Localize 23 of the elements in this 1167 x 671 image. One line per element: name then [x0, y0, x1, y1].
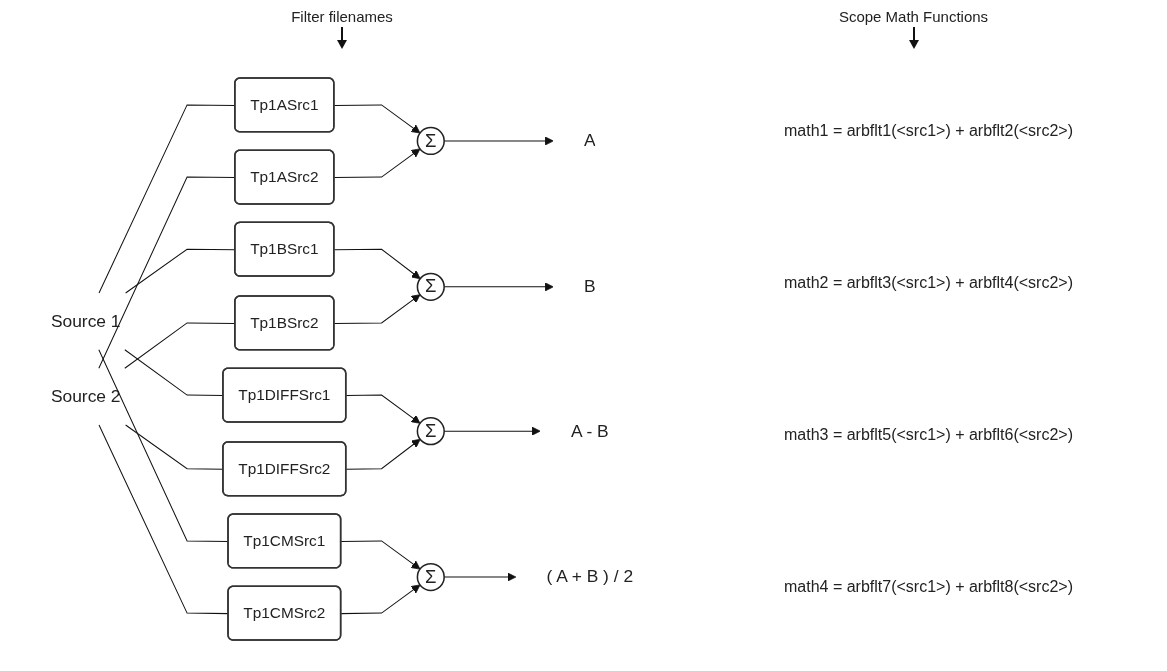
- node-circle: Σ: [416, 126, 445, 156]
- column-heading: Scope Math Functions: [838, 8, 989, 25]
- arrow: [340, 540, 421, 570]
- arrow: [333, 294, 421, 324]
- arrow: [333, 148, 421, 179]
- arrow: [333, 248, 421, 280]
- node-circle: Σ: [416, 272, 445, 301]
- column-heading: Filter filenames: [291, 8, 393, 25]
- node-text: A: [584, 130, 596, 151]
- node-circle: Σ: [416, 562, 445, 592]
- formula-text: math4 = arbflt7(<src1>) + arbflt8(<src2>): [784, 578, 1073, 596]
- arrow: [345, 438, 421, 470]
- formula-text: math2 = arbflt3(<src1>) + arbflt4(<src2>): [784, 274, 1073, 292]
- formula-text: math1 = arbflt1(<src1>) + arbflt2(<src2>): [784, 122, 1073, 140]
- node-text: A - B: [570, 421, 609, 441]
- formula-text: math3 = arbflt5(<src1>) + arbflt6(<src2>): [784, 426, 1073, 444]
- node-circle: Σ: [416, 417, 445, 446]
- arrow: [340, 584, 421, 615]
- arrow: [345, 394, 421, 424]
- node-text: ( A + B ) / 2: [546, 567, 634, 587]
- node-text: B: [584, 276, 596, 297]
- arrow: [333, 104, 421, 134]
- node-text: Source 1: [50, 311, 121, 331]
